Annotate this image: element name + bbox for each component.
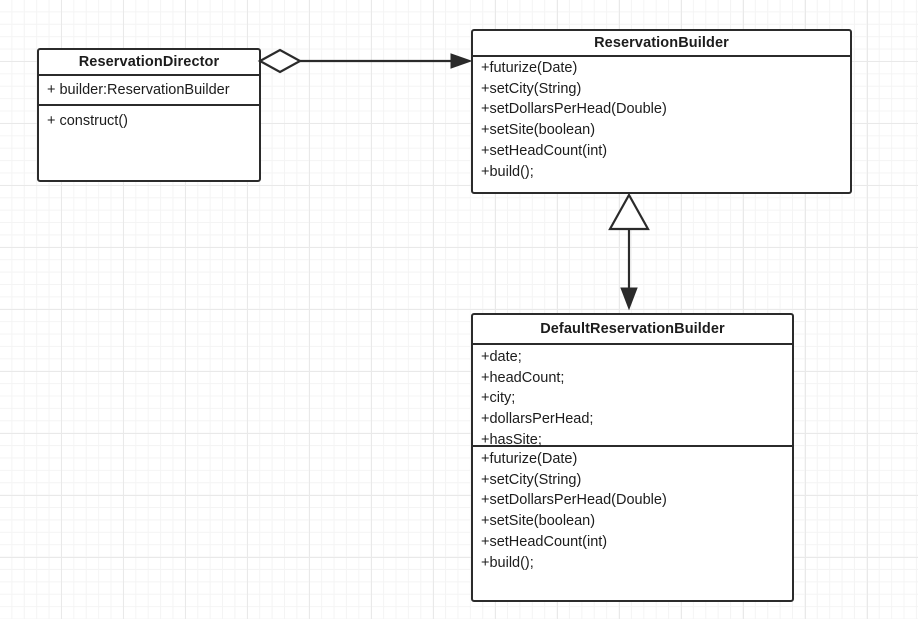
class-title-reservation-director: ReservationDirector [39, 50, 259, 76]
attribute-item: +hasSite; [481, 431, 542, 448]
operation-item: +setHeadCount(int) [481, 533, 608, 550]
operation-item: +setHeadCount(int) [481, 142, 608, 159]
class-operations-reservation-director: + construct() [39, 106, 259, 180]
class-operations-reservation-builder: +futurize(Date) +setCity(String) +setDol… [473, 57, 850, 192]
class-box-default-reservation-builder[interactable]: DefaultReservationBuilder +date; +headCo… [471, 313, 794, 602]
hollow-triangle-icon [608, 192, 650, 231]
class-attributes-reservation-director: + builder:ReservationBuilder [39, 76, 259, 106]
operation-item: +setDollarsPerHead(Double) [481, 101, 667, 118]
operation-item: +setCity(String) [481, 471, 582, 488]
class-operations-default-reservation-builder: +futurize(Date) +setCity(String) +setDol… [473, 447, 792, 600]
relationship-aggregation-director-builder[interactable] [255, 36, 480, 86]
operation-item: +setDollarsPerHead(Double) [481, 492, 667, 509]
attribute-item: +headCount; [481, 369, 565, 386]
operation-item: + construct() [47, 113, 128, 129]
relationship-generalization-builder-default[interactable] [596, 188, 662, 316]
attribute-item: +city; [481, 390, 516, 407]
filled-arrow-icon [450, 53, 473, 69]
operation-item: +setCity(String) [481, 80, 582, 97]
class-box-reservation-director[interactable]: ReservationDirector + builder:Reservatio… [37, 48, 261, 182]
hollow-diamond-icon [257, 48, 303, 74]
class-title-default-reservation-builder: DefaultReservationBuilder [473, 315, 792, 345]
operation-item: +futurize(Date) [481, 451, 578, 467]
operation-item: +build(); [481, 163, 534, 180]
operation-item: +setSite(boolean) [481, 122, 596, 139]
operation-item: +setSite(boolean) [481, 513, 596, 530]
filled-arrow-icon [620, 287, 638, 311]
operation-item: +futurize(Date) [481, 60, 578, 76]
attribute-item: +dollarsPerHead; [481, 411, 594, 428]
attribute-item: + builder:ReservationBuilder [47, 82, 230, 98]
class-box-reservation-builder[interactable]: ReservationBuilder +futurize(Date) +setC… [471, 29, 852, 194]
operation-item: +build(); [481, 554, 534, 571]
class-title-reservation-builder: ReservationBuilder [473, 31, 850, 57]
class-attributes-default-reservation-builder: +date; +headCount; +city; +dollarsPerHea… [473, 345, 792, 448]
attribute-item: +date; [481, 349, 522, 365]
